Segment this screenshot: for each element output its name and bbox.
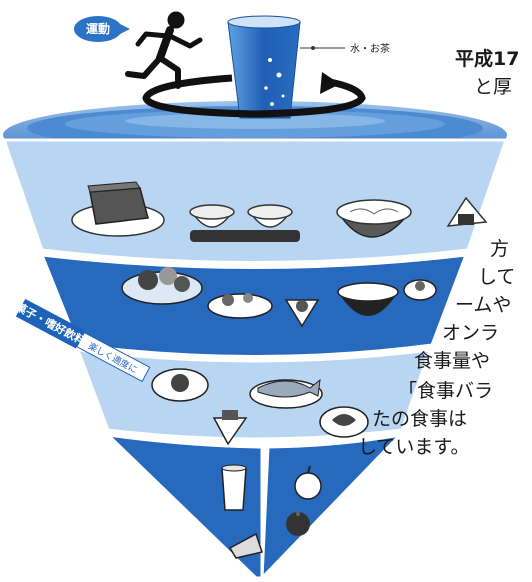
exercise-badge	[74, 16, 130, 42]
meat-dish-icon	[319, 406, 369, 438]
milk-glass-icon	[221, 464, 247, 511]
chocolate-cake-icon	[71, 181, 165, 237]
side-text-line3: 方	[490, 238, 510, 260]
side-text-line6: オンラ	[442, 322, 500, 344]
side-text-line8: 「食事バラ	[398, 380, 494, 402]
side-text-line10: しています。	[358, 436, 470, 458]
cheese-icon	[228, 532, 263, 559]
apple-icon	[294, 465, 322, 500]
noodle-bowl-icon	[336, 199, 412, 238]
rotation-arrow-icon	[142, 72, 366, 118]
side-text-line1: 平成17	[455, 48, 520, 70]
tier-fruit	[260, 432, 405, 582]
side-text-line7: 食事量や	[414, 350, 491, 372]
tier-grains	[1, 138, 509, 264]
side-text-line9: たの食事は	[372, 408, 468, 430]
side-text-line5: ームや	[455, 294, 512, 316]
tofu-icon	[212, 410, 248, 446]
soup-bowl-icon	[337, 282, 399, 316]
exercise-label: 運動	[86, 21, 110, 36]
tofu-small-bowl-icon	[284, 299, 320, 328]
salad-icon	[207, 293, 273, 319]
water-tea-label: 水・お茶	[350, 42, 390, 55]
orange-icon	[286, 512, 310, 536]
side-text-line2: と厚	[474, 76, 513, 98]
rice-bowl-icon	[189, 204, 300, 242]
grilled-fish-icon	[249, 378, 323, 409]
runner-icon	[125, 11, 203, 89]
onigiri-icon	[446, 196, 488, 227]
pickle-dish-icon	[403, 279, 437, 301]
vegetable-bowl-icon	[121, 267, 203, 305]
water-glass-icon	[227, 15, 301, 119]
fried-egg-icon	[151, 368, 209, 402]
side-text-line4: して	[478, 266, 516, 288]
